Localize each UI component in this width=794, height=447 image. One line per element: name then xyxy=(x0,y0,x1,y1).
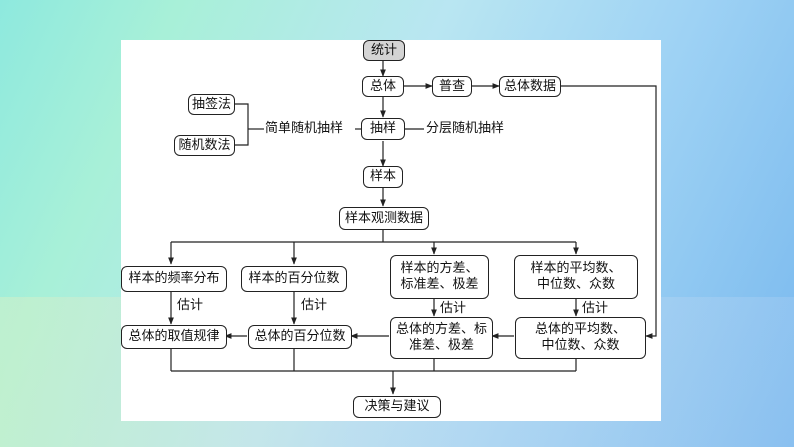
node-population-value-law: 总体的取值规律 xyxy=(121,325,227,349)
node-census: 普查 xyxy=(432,76,472,97)
node-sample-variance-line2: 标准差、极差 xyxy=(400,277,479,292)
node-sample-variance-line1: 样本的方差、 xyxy=(400,261,479,276)
statistics-flowchart: 统计 总体 普查 总体数据 抽签法 随机数法 简单随机抽样 抽样 分层随机抽样 … xyxy=(121,40,661,421)
node-population-variance-line1: 总体的方差、标 xyxy=(395,322,487,337)
node-sample-frequency-distribution: 样本的频率分布 xyxy=(121,266,227,292)
node-stratified-random-sampling: 分层随机抽样 xyxy=(425,121,506,137)
node-population-mean-line1: 总体的平均数、 xyxy=(534,322,626,337)
label-estimate-3: 估计 xyxy=(439,301,468,317)
node-sample-variance: 样本的方差、 标准差、极差 xyxy=(390,255,489,299)
node-statistics: 统计 xyxy=(363,40,405,61)
node-sample-percentile: 样本的百分位数 xyxy=(241,266,347,292)
label-estimate-2: 估计 xyxy=(300,298,329,314)
label-estimate-1: 估计 xyxy=(176,298,205,314)
node-sample: 样本 xyxy=(363,166,403,188)
edge-population-data-to-population-mean xyxy=(561,85,657,339)
node-sample-observed-data: 样本观测数据 xyxy=(339,207,429,230)
node-population-percentile: 总体的百分位数 xyxy=(248,325,352,349)
node-population-variance-line2: 准差、极差 xyxy=(408,338,474,353)
node-population-mean: 总体的平均数、 中位数、众数 xyxy=(515,317,646,359)
node-population: 总体 xyxy=(362,76,404,97)
node-sampling: 抽样 xyxy=(361,118,405,140)
node-simple-random-sampling: 简单随机抽样 xyxy=(264,121,345,137)
node-decision: 决策与建议 xyxy=(353,396,441,418)
edge-bracket-methods xyxy=(234,103,249,146)
node-sample-mean: 样本的平均数、 中位数、众数 xyxy=(514,255,638,299)
node-lottery-method: 抽签法 xyxy=(188,94,235,115)
node-sample-mean-line2: 中位数、众数 xyxy=(536,277,615,292)
connector-lines xyxy=(168,60,657,395)
node-population-data: 总体数据 xyxy=(499,76,561,97)
label-estimate-4: 估计 xyxy=(581,301,610,317)
node-sample-mean-line1: 样本的平均数、 xyxy=(530,261,622,276)
node-population-variance: 总体的方差、标 准差、极差 xyxy=(390,317,493,359)
node-population-mean-line2: 中位数、众数 xyxy=(541,338,620,353)
node-random-number-method: 随机数法 xyxy=(174,135,235,156)
